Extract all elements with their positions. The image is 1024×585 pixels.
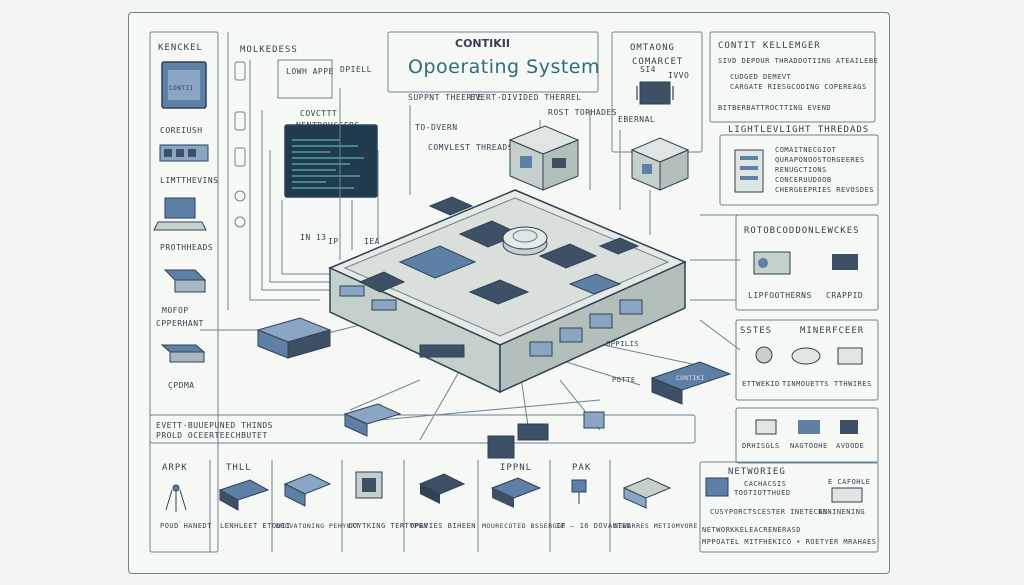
bottom-module-sub-6: IP — 16 DOVAUTED — [556, 522, 631, 530]
usb-device-right: CONTIKI — [650, 361, 732, 405]
sstes-item-2: TTHWIRES — [834, 380, 872, 388]
main-board — [328, 189, 687, 394]
networking-sub2: TOOTIOTTHUED — [734, 489, 791, 497]
cube-device-icon — [630, 137, 690, 191]
low-app-box — [277, 59, 333, 99]
networking-right: E CAFOHLE — [828, 478, 870, 486]
bottom-module-sub-3: COYTKING TERTYPEN — [348, 522, 428, 530]
networking-footer: NETWORKKELEACRENERASD — [702, 526, 801, 534]
to-dvern-label: TO-DVERN — [415, 123, 458, 132]
bottom-module-sub-4: OPAVIES BIHEEN — [410, 522, 476, 530]
networking-sub1: CACHACSIS — [744, 480, 786, 488]
bottom-module-sub-0: POUD HANEDT — [160, 522, 212, 530]
module-icon — [160, 344, 206, 363]
left-chip-label: CONTII — [169, 85, 194, 92]
bottom-module-icons — [165, 471, 672, 512]
rail-label-0: OPPILIS — [606, 340, 639, 348]
right-bottom-item-1: NAGTOOHE — [790, 442, 828, 450]
protocol-device-icon — [753, 251, 791, 275]
ebernal-label: EBERNAL — [618, 115, 655, 124]
left-label-0: COREIUSH — [160, 126, 203, 135]
top-chip-icon — [636, 81, 674, 105]
mid-left-label-1: IP — [328, 237, 339, 246]
sstes-item-0: ETTWEKID — [742, 380, 780, 388]
low-app-label: LOWH APPE — [286, 67, 334, 76]
usb-chip-label: CONTIKI — [676, 375, 705, 382]
right-bottom-icons — [755, 419, 858, 435]
mid-left-label-0: IN 13 — [300, 233, 327, 242]
lightweight-line-1: QURAPONOOSTORGEERES — [775, 156, 865, 164]
bottom-module-title-5: IPPNL — [500, 463, 532, 473]
event-bar-sub: PROLD OCEERTEECHBUTET — [156, 431, 268, 440]
lightweight-line-4: CHERGEEPRIES REVOSDES — [775, 186, 874, 194]
protocol-item-0: LIPFOOTHERNS — [748, 291, 812, 300]
lightweight-line-3: CONCERUUDOOB — [775, 176, 832, 184]
bottom-module-sub-1: LENHLEET ETOUII — [220, 522, 291, 530]
bottom-chips — [487, 411, 605, 459]
right-bottom-item-0: DRHISGLS — [742, 442, 780, 450]
sstes-title: SSTES — [740, 326, 772, 336]
lightweight-line-2: RENUGCTIONS — [775, 166, 827, 174]
protocol-item-1: CRAPPID — [826, 291, 863, 300]
right-top-line-1: CUDGED DEMEVT — [730, 73, 792, 81]
right-top-line-0: SIVD DEPOUR THRADDOTIING ATEAILEBE — [718, 57, 878, 65]
terminal-window — [284, 124, 378, 198]
lightweight-line-0: COMAITNECGIOT — [775, 146, 837, 154]
lightweight-title: LIGHTLEVLIGHT THREDADS — [728, 125, 869, 135]
right-small-0: SI4 — [640, 65, 656, 74]
terminal-title-1: COVCTTT — [300, 109, 337, 118]
header-title-large: Opoerating System — [408, 56, 600, 78]
rost-threads-label: ROST TORHADES — [548, 108, 617, 117]
comvlest-threads-label: COMVLEST THREADS — [428, 143, 513, 152]
server-icon — [734, 149, 764, 193]
floating-chip — [508, 125, 580, 191]
comarcet-label: COMARCET — [632, 57, 683, 67]
right-top-footer: BITBERBATTROCTTING EVEND — [718, 104, 831, 112]
mid-left-header: MOLKEDESS — [240, 45, 298, 55]
right-top-line-2: CARGATE RIESGCODING COPEREAGS — [730, 83, 867, 91]
sstes-item-1: TINMOUETTS — [782, 380, 829, 388]
protocol-title: ROTOBCODDONLEWCKES — [744, 226, 860, 236]
dpiell-label: DPIELL — [340, 65, 372, 74]
networking-line-1: ENNINENING — [818, 508, 865, 516]
event-thread-label: EVERT-DIVIDED THERREL — [470, 93, 582, 102]
left-label-4: CPPERHANT — [156, 319, 204, 328]
bottom-module-title-0: ARPK — [162, 463, 188, 473]
bottom-module-title-1: THLL — [226, 463, 252, 473]
right-bottom-item-2: AVOODE — [836, 442, 864, 450]
minerfceer-title: MINERFCEER — [800, 326, 864, 336]
networking-line-0: CUSYPORCTSCESTER INETECAS — [710, 508, 828, 516]
support-threads-label: SUPPNT THEERTE — [408, 93, 482, 102]
left-label-2: PROTHHEADS — [160, 243, 213, 252]
networking-footer-2: MPPOATEL MITFHEKICO • ROETYER MRAHAES — [702, 538, 876, 546]
bottom-module-sub-5: MOURECOTED BSSERGGE — [482, 522, 566, 530]
left-label-3: MOFOP — [162, 306, 189, 315]
router-icon — [705, 477, 863, 503]
bottom-module-title-6: PAK — [572, 463, 591, 473]
networking-title: NETWORIEG — [728, 467, 786, 477]
bottom-module-sub-2: DROVATONING PEHYURT — [276, 522, 360, 530]
contit-title: CONTIT KELLEMGER — [718, 41, 821, 51]
event-bar-title: EVETT-BUUEPUNED THINDS — [156, 421, 273, 430]
usb-device-left — [256, 317, 332, 359]
omtaong-label: OMTAONG — [630, 43, 675, 53]
left-column-title: KENCKEL — [158, 43, 203, 53]
left-label-1: LIMTTHEVINS — [160, 176, 218, 185]
protocol-chip-icon — [832, 254, 858, 270]
right-small-1: IVVO — [668, 71, 689, 80]
laptop-icon — [153, 197, 207, 231]
mid-left-label-2: IEA — [364, 237, 380, 246]
rail-label-1: POTTE — [612, 376, 636, 384]
bottom-module-sub-7: NEWARRES METIOMVORE — [614, 522, 698, 530]
header-title-small: CONTIKII — [455, 37, 510, 50]
usb-device-bottom — [343, 403, 402, 437]
left-chip: CONTII — [161, 61, 207, 109]
sstes-icons — [755, 346, 863, 365]
switch-icons — [234, 61, 246, 228]
panel-borders — [149, 31, 879, 553]
ram-icon — [159, 144, 209, 162]
device-icon — [163, 269, 207, 293]
left-label-5: ÇPDMA — [168, 381, 195, 390]
